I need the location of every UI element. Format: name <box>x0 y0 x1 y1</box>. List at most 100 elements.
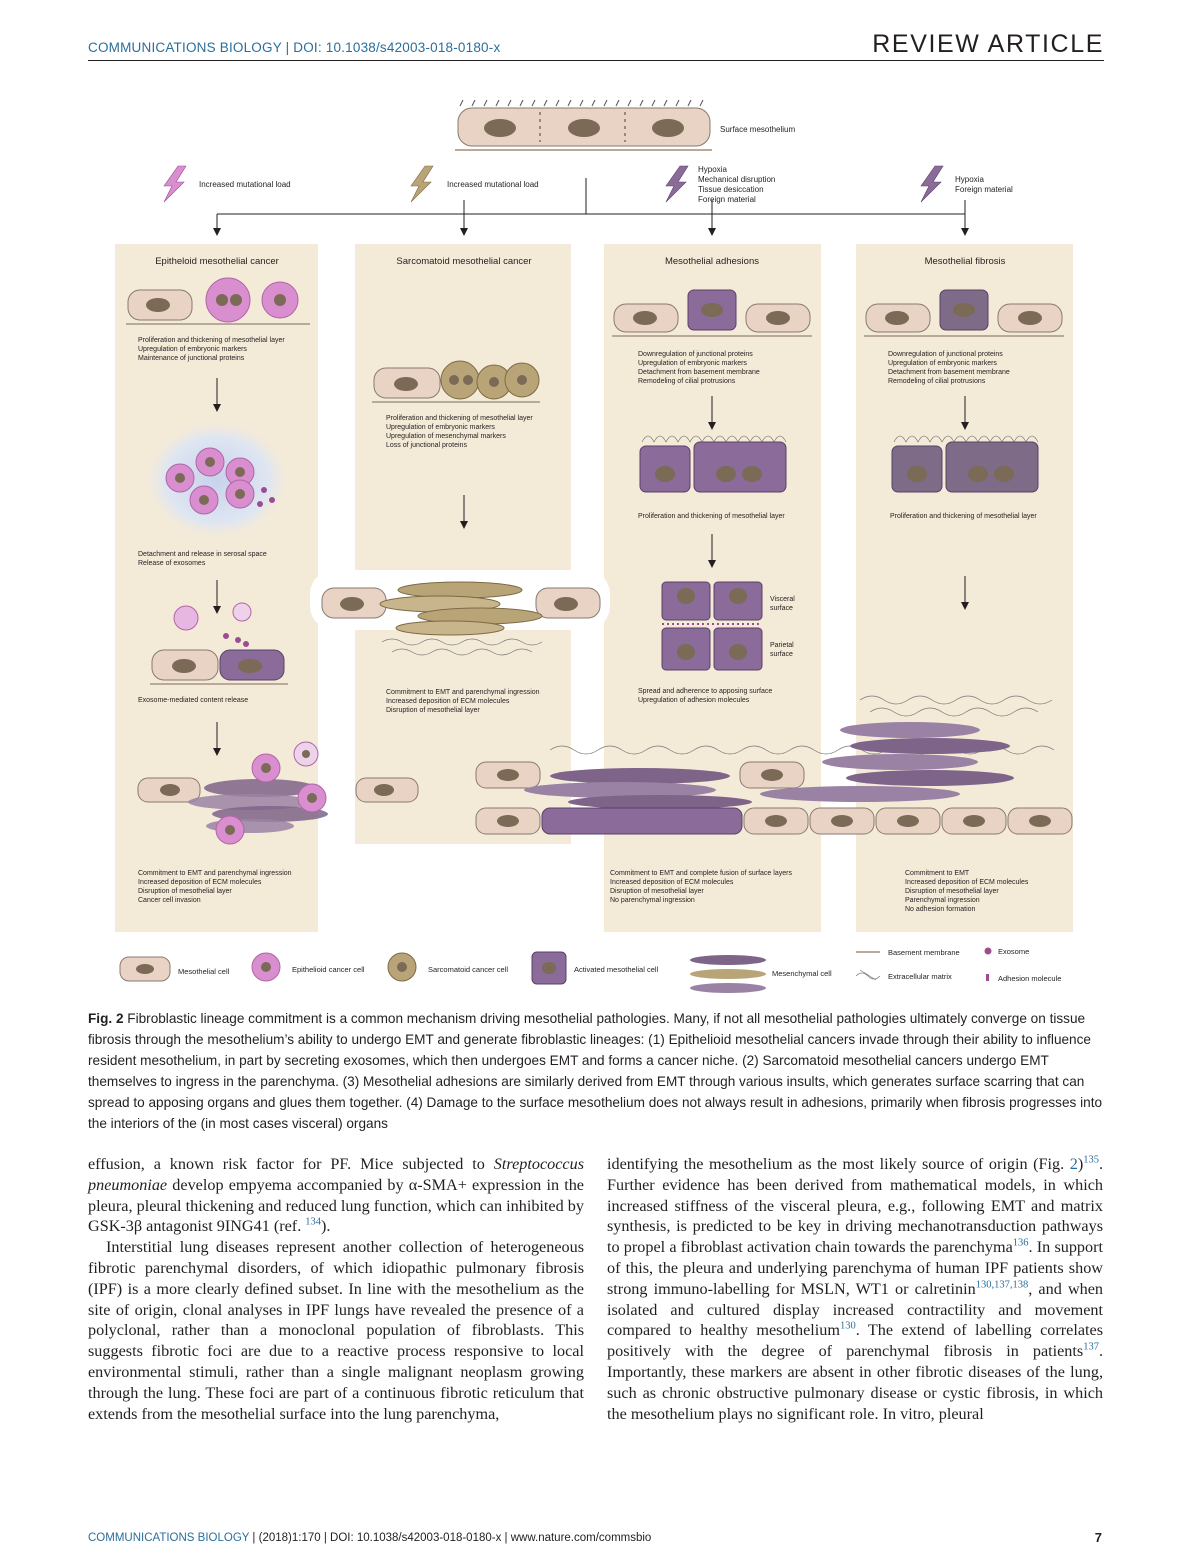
svg-text:Disruption of mesothelial laye: Disruption of mesothelial layer <box>138 888 232 895</box>
legend-extracellular-matrix: Extracellular matrix <box>855 969 952 981</box>
fibrosis-step1-text: Downregulation of junctional proteins Up… <box>888 351 1010 385</box>
svg-text:Parenchymal ingression: Parenchymal ingression <box>905 897 980 904</box>
fibrosis-step3-text: Commitment to EMT Increased deposition o… <box>905 870 1029 913</box>
legend-activated-mesothelial-cell: Activated mesothelial cell <box>531 951 659 985</box>
svg-text:Foreign material: Foreign material <box>955 185 1013 194</box>
svg-text:Increased deposition of ECM mo: Increased deposition of ECM molecules <box>610 879 734 886</box>
citation-link[interactable]: 135 <box>1083 1154 1099 1166</box>
legend-adhesion-molecule: Adhesion molecule <box>986 974 1061 983</box>
svg-text:No parenchymal ingression: No parenchymal ingression <box>610 897 695 904</box>
svg-text:Disruption of mesothelial laye: Disruption of mesothelial layer <box>386 707 480 714</box>
trigger-2: Increased mutational load <box>447 180 539 189</box>
svg-text:Remodeling of cilial protrusio: Remodeling of cilial protrusions <box>638 378 736 385</box>
legend-sarcomatoid-cancer-cell: Sarcomatoid cancer cell <box>387 952 508 982</box>
running-header-journal: COMMUNICATIONS BIOLOGY | DOI: 10.1038/s4… <box>88 40 501 55</box>
adhesions-step4-text: Commitment to EMT and complete fusion of… <box>610 870 792 904</box>
svg-text:Cancer cell invasion: Cancer cell invasion <box>138 897 201 904</box>
citation-link[interactable]: 130 <box>839 1320 856 1332</box>
epitheloid-invasion <box>137 741 419 845</box>
adhesions-step1-cells <box>612 289 812 337</box>
running-footer: COMMUNICATIONS BIOLOGY | (2018)1:170 | D… <box>88 1532 652 1544</box>
lightning-icon <box>410 165 434 203</box>
article-type: REVIEW ARTICLE <box>872 30 1104 58</box>
species-name: Streptococcus pneumoniae <box>88 1155 584 1194</box>
citation-link[interactable]: 134 <box>305 1217 322 1228</box>
svg-text:Mesenchymal cell: Mesenchymal cell <box>772 969 832 978</box>
legend-mesothelial-cell: Mesothelial cell <box>119 956 230 982</box>
svg-text:Activated mesothelial cell: Activated mesothelial cell <box>574 965 659 974</box>
adhesions-step1-text: Downregulation of junctional proteins Up… <box>638 351 760 385</box>
legend-basement-membrane: Basement membrane <box>856 948 960 957</box>
svg-text:Detachment from basement membr: Detachment from basement membrane <box>638 369 760 376</box>
svg-text:surface: surface <box>770 605 793 612</box>
fibrosis-thickened-layer <box>891 435 1039 493</box>
citation-link[interactable]: 137 <box>1083 1341 1099 1353</box>
surface-mesothelium <box>455 99 712 151</box>
trigger-4: Hypoxia Foreign material <box>955 175 1013 194</box>
svg-text:Adhesion molecule: Adhesion molecule <box>998 974 1061 983</box>
legend-mesenchymal-cell: Mesenchymal cell <box>690 955 832 993</box>
svg-text:Parietal: Parietal <box>770 642 794 649</box>
svg-text:Commitment to EMT and complete: Commitment to EMT and complete fusion of… <box>610 870 792 877</box>
figure-link[interactable]: 2 <box>1069 1155 1078 1173</box>
svg-text:Commitment to EMT and parenchy: Commitment to EMT and parenchymal ingres… <box>138 870 292 877</box>
adhesions-surface-labels: Visceral surface Parietal surface <box>770 596 795 658</box>
svg-text:Mesothelial cell: Mesothelial cell <box>178 967 230 976</box>
epitheloid-step4-text: Commitment to EMT and parenchymal ingres… <box>138 870 292 904</box>
citation-link[interactable]: 130,137,138 <box>975 1279 1029 1291</box>
svg-text:Sarcomatoid cancer cell: Sarcomatoid cancer cell <box>428 965 508 974</box>
caption-text: Fibroblastic lineage commitment is a com… <box>88 1011 1103 1131</box>
svg-text:Exosome: Exosome <box>998 947 1029 956</box>
sarcomatoid-ingression <box>310 570 610 656</box>
svg-text:Basement membrane: Basement membrane <box>888 948 960 957</box>
svg-text:Downregulation of junctional p: Downregulation of junctional proteins <box>888 351 1003 358</box>
fibrosis-step1-cells <box>864 289 1064 337</box>
citation-link[interactable]: 136 <box>1012 1237 1029 1249</box>
adhesions-step2-text: Proliferation and thickening of mesothel… <box>638 513 785 520</box>
svg-text:Increased deposition of ECM mo: Increased deposition of ECM molecules <box>905 879 1029 886</box>
svg-text:Increased mutational load: Increased mutational load <box>447 180 539 189</box>
svg-text:Release of exosomes: Release of exosomes <box>138 560 206 567</box>
adhesions-apposing-surfaces <box>661 581 763 671</box>
epitheloid-exosome-cells <box>150 602 288 685</box>
svg-text:Increased mutational load: Increased mutational load <box>199 180 291 189</box>
figure-caption: Fig. 2 Fibroblastic lineage commitment i… <box>88 1008 1108 1134</box>
panel-title-fibrosis: Mesothelial fibrosis <box>925 256 1006 267</box>
svg-text:Increased deposition of ECM mo: Increased deposition of ECM molecules <box>386 698 510 705</box>
svg-text:Upregulation of adhesion molec: Upregulation of adhesion molecules <box>638 697 750 704</box>
svg-text:Upregulation of embryonic mark: Upregulation of embryonic markers <box>386 424 495 431</box>
legend: Mesothelial cell Epithelioid cancer cell… <box>119 947 1061 993</box>
body-column-left: effusion, a known risk factor for PF. Mi… <box>88 1154 584 1424</box>
lightning-icon <box>920 165 944 203</box>
panel-title-adhesions: Mesothelial adhesions <box>665 256 759 267</box>
svg-text:Mechanical disruption: Mechanical disruption <box>698 175 775 184</box>
adhesions-step3-text: Spread and adherence to apposing surface… <box>638 688 772 704</box>
svg-text:Increased deposition of ECM mo: Increased deposition of ECM molecules <box>138 879 262 886</box>
svg-text:Upregulation of embryonic mark: Upregulation of embryonic markers <box>638 360 747 367</box>
body-column-right: identifying the mesothelium as the most … <box>607 1154 1103 1424</box>
svg-text:No adhesion formation: No adhesion formation <box>905 906 976 913</box>
svg-text:Remodeling of cilial protrusio: Remodeling of cilial protrusions <box>888 378 986 385</box>
sarcomatoid-cells <box>372 360 540 403</box>
svg-text:Upregulation of mesenchymal ma: Upregulation of mesenchymal markers <box>386 433 506 440</box>
svg-text:Spread and adherence to apposi: Spread and adherence to apposing surface <box>638 688 772 695</box>
svg-text:Hypoxia: Hypoxia <box>955 175 984 184</box>
svg-text:surface: surface <box>770 651 793 658</box>
panel-title-epitheloid: Epitheloid mesothelial cancer <box>155 256 279 267</box>
lightning-icon <box>163 165 187 203</box>
svg-text:Tissue desiccation: Tissue desiccation <box>698 185 764 194</box>
caption-label: Fig. 2 <box>88 1011 124 1026</box>
svg-text:Extracellular matrix: Extracellular matrix <box>888 972 952 981</box>
epitheloid-cluster <box>142 418 292 542</box>
panel-sarcomatoid-bg <box>355 244 571 844</box>
svg-text:Commitment to EMT and parenchy: Commitment to EMT and parenchymal ingres… <box>386 689 540 696</box>
svg-text:Commitment to EMT: Commitment to EMT <box>905 870 970 877</box>
trigger-1: Increased mutational load <box>199 180 291 189</box>
svg-text:Disruption of mesothelial laye: Disruption of mesothelial layer <box>905 888 999 895</box>
fibrosis-step2-text: Proliferation and thickening of mesothel… <box>890 513 1037 520</box>
adhesions-thickened-layer <box>639 435 787 493</box>
lightning-icon <box>665 165 689 203</box>
svg-text:Proliferation and thickening o: Proliferation and thickening of mesothel… <box>386 415 533 422</box>
branch-lines <box>213 178 969 236</box>
epitheloid-cells-step1 <box>126 277 310 325</box>
